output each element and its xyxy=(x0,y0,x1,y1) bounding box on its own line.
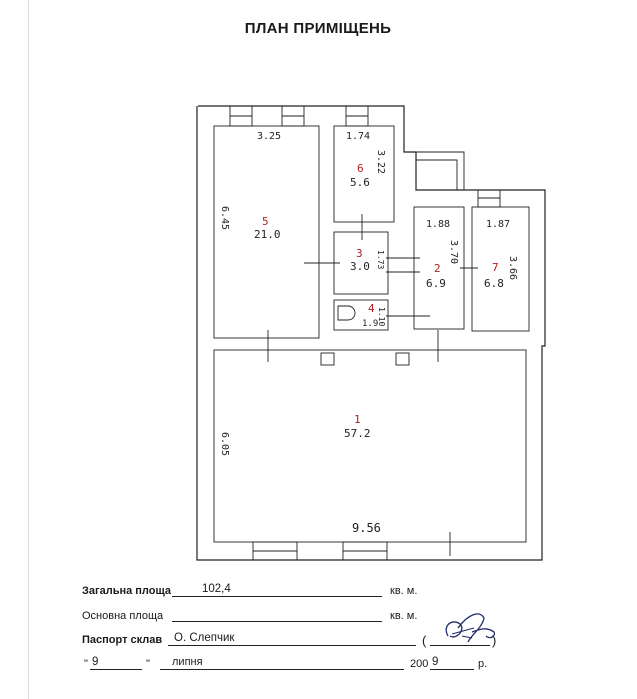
room-7-area: 6.8 xyxy=(484,277,504,290)
dim-r2-top: 1.88 xyxy=(426,219,450,230)
room-5-area: 21.0 xyxy=(254,228,281,241)
dim-r4-side: 1.10 xyxy=(377,307,386,326)
room-4-area: 1.9 xyxy=(362,319,378,329)
room-2-area: 6.9 xyxy=(426,277,446,290)
dim-r6-side: 3.22 xyxy=(375,150,386,174)
dim-r2-side: 3.70 xyxy=(448,240,459,264)
dim-r5-side: 6.45 xyxy=(219,206,230,230)
room-6-area: 5.6 xyxy=(350,176,370,189)
scan-edge-line xyxy=(28,0,29,699)
room-2-number: 2 xyxy=(434,262,441,275)
dim-r6-top: 1.74 xyxy=(346,131,370,142)
dimension-labels: 3.25 6.45 1.74 3.22 1.73 1.10 1.88 3.70 … xyxy=(219,131,518,535)
room-6-number: 6 xyxy=(357,162,364,175)
dim-r1-bottom: 9.56 xyxy=(352,521,381,535)
windows xyxy=(229,105,501,561)
room-7-outline xyxy=(471,206,530,332)
room-4-number: 4 xyxy=(368,302,375,315)
dim-r7-side: 3.66 xyxy=(507,256,518,280)
room-3-area: 3.0 xyxy=(350,260,370,273)
door-marks xyxy=(267,214,478,556)
room-3-number: 3 xyxy=(356,247,363,260)
room-5-outline xyxy=(213,125,320,339)
room-4-outline xyxy=(333,299,389,331)
dim-r5-top: 3.25 xyxy=(257,131,281,142)
room-1-outline xyxy=(213,349,527,543)
dim-r1-side: 6.05 xyxy=(219,432,230,456)
room-1-area: 57.2 xyxy=(344,427,371,440)
room-labels: 5 21.0 6 5.6 3 3.0 4 1.9 2 6.9 7 6.8 1 5… xyxy=(254,162,504,440)
page-title: ПЛАН ПРИМІЩЕНЬ xyxy=(244,20,392,37)
dim-r3-side: 1.73 xyxy=(376,250,385,269)
room-5-number: 5 xyxy=(262,215,269,228)
room-1-number: 1 xyxy=(354,413,361,426)
dim-r7-top: 1.87 xyxy=(486,219,510,230)
room-7-number: 7 xyxy=(492,261,499,274)
outer-walls xyxy=(196,105,546,561)
